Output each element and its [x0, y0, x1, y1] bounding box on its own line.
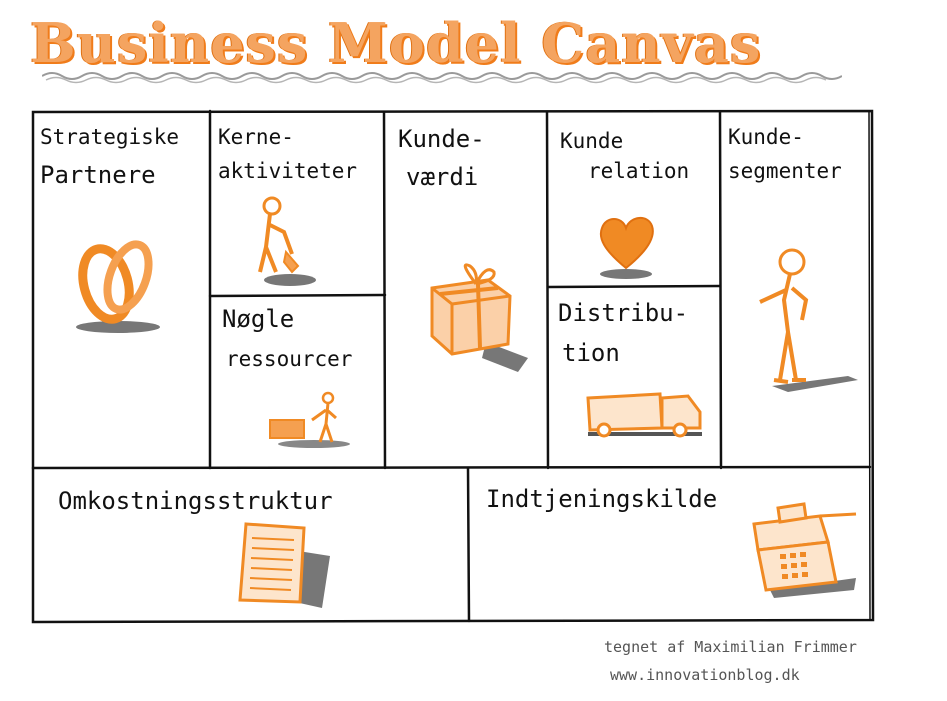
value-label-line2: værdi: [406, 163, 479, 191]
relations-label-line2: relation: [588, 159, 690, 183]
activities-label-line2: aktiviteter: [218, 159, 358, 183]
delivery-truck-icon: [586, 392, 702, 438]
customer-person-icon: [759, 248, 858, 392]
title-shadow-scribble: [42, 72, 842, 84]
worker-with-shovel-icon: [258, 196, 316, 286]
resources-label-line2: ressourcer: [226, 347, 353, 371]
credit-website: www.innovationblog.dk: [610, 666, 800, 684]
partners-label-line2: Partnere: [40, 161, 156, 189]
value-label-line1: Kunde-: [398, 125, 485, 153]
segments-label-line2: segmenter: [728, 159, 842, 183]
credit-author: tegnet af Maximilian Frimmer: [604, 638, 857, 656]
partners-label-line1: Strategiske: [40, 125, 180, 149]
channels-label-line2: tion: [562, 339, 620, 367]
interlocking-rings-icon: [76, 240, 160, 333]
document-icon: [238, 522, 330, 608]
cash-register-icon: [752, 502, 857, 598]
canvas-title: Business Model Canvas: [30, 8, 842, 84]
segments-label-line1: Kunde-: [728, 125, 804, 149]
costs-label: Omkostningsstruktur: [58, 487, 333, 515]
relations-label-line1: Kunde: [560, 129, 624, 153]
gift-box-icon: [430, 263, 528, 372]
heart-icon: [599, 217, 654, 279]
channels-label-line1: Distribu-: [558, 299, 689, 327]
resources-label-line1: Nøgle: [222, 305, 295, 333]
revenue-label: Indtjeningskilde: [486, 485, 718, 513]
person-with-trolley-icon: [269, 391, 350, 448]
activities-label-line1: Kerne-: [218, 125, 294, 149]
title-text: Business Model Canvas: [30, 11, 762, 75]
